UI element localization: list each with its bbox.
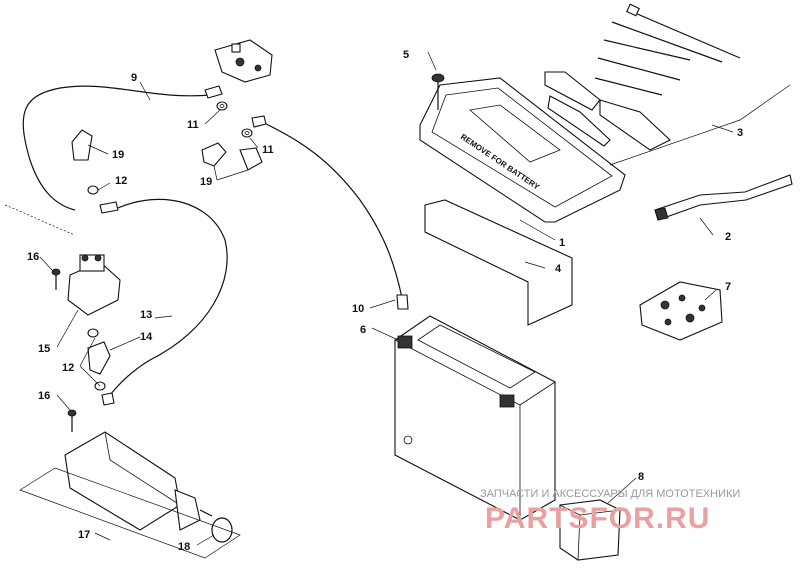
label-19-left: 19: [112, 149, 124, 161]
cable-13-end-top: [99, 201, 119, 214]
watermark-tagline: ЗАПЧАСТИ И АКСЕССУАРЫ ДЛЯ МОТОТЕХНИКИ: [480, 488, 740, 500]
hold-down-bracket: [424, 199, 573, 326]
label-10: 10: [352, 303, 364, 315]
starter-box: [19, 467, 241, 559]
label-4: 4: [555, 263, 562, 275]
cable-10-end-top: [251, 115, 267, 128]
label-1: 1: [559, 237, 565, 249]
label-11-lower: 11: [262, 144, 274, 156]
nut-12-lower: [87, 328, 99, 338]
label-16-lower: 16: [38, 390, 50, 402]
cable-10-end-bottom: [396, 294, 409, 310]
leader-lines: [39, 51, 734, 546]
starter-solenoid: [67, 254, 121, 316]
battery: [394, 315, 556, 521]
label-7: 7: [725, 281, 731, 293]
starter-motor: [64, 431, 213, 531]
label-14: 14: [140, 331, 153, 343]
solenoid-bracket: [214, 39, 273, 83]
label-9: 9: [131, 72, 137, 84]
label-13: 13: [140, 309, 152, 321]
cable-10: [261, 121, 403, 299]
label-8: 8: [638, 471, 644, 483]
cable-9-end: [204, 85, 223, 99]
cable-9: [22, 85, 211, 211]
label-11-upper: 11: [187, 119, 199, 131]
label-19-right: 19: [200, 176, 212, 188]
boot-19-top-left: [71, 129, 93, 161]
label-17: 17: [78, 529, 90, 541]
boot-14: [87, 341, 111, 375]
nut-12-upper: [87, 185, 99, 195]
nut-11-lower: [241, 128, 253, 138]
o-ring: [211, 517, 233, 543]
wiring-dotted: [4, 204, 76, 236]
boot-19-right: [239, 147, 263, 171]
screw-16-upper: [51, 268, 61, 290]
label-5: 5: [403, 49, 409, 61]
boot-19-left: [201, 142, 227, 167]
label-2: 2: [725, 231, 731, 243]
tool-kit: [544, 3, 741, 151]
screw-16-lower: [67, 409, 77, 432]
label-18: 18: [178, 541, 190, 553]
nut-11-upper: [216, 101, 228, 111]
callout-labels: 5 1 2 3 4 6 7 8 9 10 11 11 12 12 13 14 1…: [27, 49, 743, 553]
label-12-lower: 12: [62, 362, 74, 374]
label-3: 3: [737, 127, 743, 139]
label-12-upper: 12: [115, 175, 127, 187]
label-6: 6: [360, 324, 366, 336]
tool-kit-bracket: [609, 84, 791, 166]
hardware-kit: [639, 281, 723, 341]
screw-5: [431, 73, 445, 110]
foam-pad: [559, 499, 621, 561]
watermark-logo: PARTSFOR.RU: [485, 502, 710, 535]
battery-strap: [654, 174, 793, 221]
cable-13: [109, 198, 228, 396]
cable-13-end-bottom: [101, 392, 115, 406]
label-16-upper: 16: [27, 251, 39, 263]
label-15: 15: [38, 343, 50, 355]
